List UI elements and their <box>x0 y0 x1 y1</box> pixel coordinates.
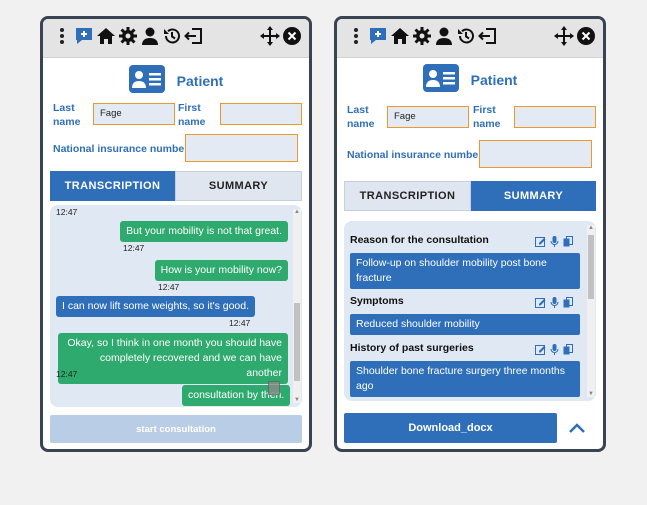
edit-icon[interactable] <box>535 295 546 308</box>
tab-transcription[interactable]: TRANSCRIPTION <box>50 171 175 201</box>
tab-bar: TRANSCRIPTION SUMMARY <box>344 181 596 211</box>
close-icon[interactable] <box>575 25 597 47</box>
tab-transcription[interactable]: TRANSCRIPTION <box>344 181 471 211</box>
patient-card-icon <box>422 63 459 97</box>
tab-summary[interactable]: SUMMARY <box>175 171 302 201</box>
summary-section-heading: Reason for the consultation <box>350 234 489 246</box>
last-name-label: Last name <box>347 104 375 130</box>
user-icon[interactable] <box>433 25 455 47</box>
move-icon[interactable] <box>553 25 575 47</box>
toolbar <box>337 19 603 58</box>
patient-header: Patient <box>43 64 309 98</box>
add-note-icon[interactable] <box>73 25 95 47</box>
timestamp: 12:47 <box>229 318 251 328</box>
timestamp: 12:47 <box>56 369 78 379</box>
scroll-thumb[interactable] <box>294 303 300 381</box>
edit-icon[interactable] <box>535 342 546 355</box>
last-name-label: Last name <box>53 102 81 128</box>
first-name-label: First name <box>178 102 206 128</box>
national-insurance-field[interactable] <box>479 140 592 168</box>
summary-section-content[interactable]: Follow-up on shoulder mobility post bone… <box>350 253 580 289</box>
microphone-icon[interactable] <box>549 342 560 355</box>
home-icon[interactable] <box>95 25 117 47</box>
logout-icon[interactable] <box>477 25 499 47</box>
message-bubble: How is your mobility now? <box>154 260 288 281</box>
user-icon[interactable] <box>139 25 161 47</box>
summary-section-content[interactable]: Reduced shoulder mobility <box>350 314 580 335</box>
patient-title: Patient <box>176 73 224 89</box>
copy-icon[interactable] <box>268 381 280 395</box>
start-consultation-button[interactable]: start consultation <box>50 415 302 443</box>
message-bubble: I can now lift some weights, so it's goo… <box>56 296 256 317</box>
tab-bar: TRANSCRIPTION SUMMARY <box>50 171 302 201</box>
dots-menu-icon[interactable] <box>345 25 367 47</box>
download-docx-button[interactable]: Download_docx <box>344 413 557 443</box>
copy-icon[interactable] <box>563 342 574 355</box>
timestamp: 12:47 <box>123 243 145 253</box>
message-bubble: But your mobility is not that great. <box>120 221 288 242</box>
national-insurance-label: National insurance number <box>53 143 189 155</box>
move-icon[interactable] <box>259 25 281 47</box>
copy-icon[interactable] <box>563 295 574 308</box>
patient-card-icon <box>128 64 165 98</box>
patient-header: Patient <box>337 63 603 97</box>
chevron-up-icon[interactable] <box>566 417 588 439</box>
transcription-panel: Patient Last name Fage First name Nation… <box>40 16 312 452</box>
first-name-field[interactable] <box>514 106 596 128</box>
tab-summary[interactable]: SUMMARY <box>471 181 596 211</box>
summary-area[interactable]: Reason for the consultation Follow-up on… <box>344 221 596 401</box>
dots-menu-icon[interactable] <box>51 25 73 47</box>
toolbar <box>43 19 309 58</box>
history-icon[interactable] <box>161 25 183 47</box>
first-name-label: First name <box>473 104 501 130</box>
summary-panel: Patient Last name Fage First name Nation… <box>334 16 606 452</box>
logout-icon[interactable] <box>183 25 205 47</box>
scroll-down-arrow[interactable]: ▼ <box>294 397 300 403</box>
message-bubble: consultation by then. <box>182 385 291 406</box>
add-note-icon[interactable] <box>367 25 389 47</box>
summary-section-content[interactable]: Shoulder bone fracture surgery three mon… <box>350 361 580 397</box>
history-icon[interactable] <box>455 25 477 47</box>
patient-title: Patient <box>470 72 518 88</box>
national-insurance-label: National insurance number <box>347 149 483 161</box>
chat-area[interactable]: 12:47 But your mobility is not that grea… <box>50 205 302 407</box>
gear-icon[interactable] <box>411 25 433 47</box>
summary-section-heading: Symptoms <box>350 295 404 307</box>
close-icon[interactable] <box>281 25 303 47</box>
last-name-field[interactable]: Fage <box>387 106 469 128</box>
national-insurance-field[interactable] <box>185 134 298 162</box>
scroll-thumb[interactable] <box>588 235 594 299</box>
microphone-icon[interactable] <box>549 295 560 308</box>
timestamp: 12:47 <box>56 207 78 217</box>
microphone-icon[interactable] <box>549 234 560 247</box>
section-actions <box>535 342 574 355</box>
first-name-field[interactable] <box>220 103 302 125</box>
last-name-field[interactable]: Fage <box>93 103 175 125</box>
edit-icon[interactable] <box>535 234 546 247</box>
timestamp: 12:47 <box>158 282 180 292</box>
section-actions <box>535 234 574 247</box>
scroll-up-arrow[interactable]: ▲ <box>588 225 594 231</box>
gear-icon[interactable] <box>117 25 139 47</box>
chat-scrollbar[interactable]: ▲ ▼ <box>293 209 301 403</box>
section-actions <box>535 295 574 308</box>
summary-section-heading: History of past surgeries <box>350 342 474 354</box>
message-bubble: Okay, so I think in one month you should… <box>58 333 288 384</box>
copy-icon[interactable] <box>563 234 574 247</box>
scroll-up-arrow[interactable]: ▲ <box>294 209 300 215</box>
scroll-down-arrow[interactable]: ▼ <box>588 391 594 397</box>
summary-scrollbar[interactable]: ▲ ▼ <box>587 225 595 397</box>
home-icon[interactable] <box>389 25 411 47</box>
